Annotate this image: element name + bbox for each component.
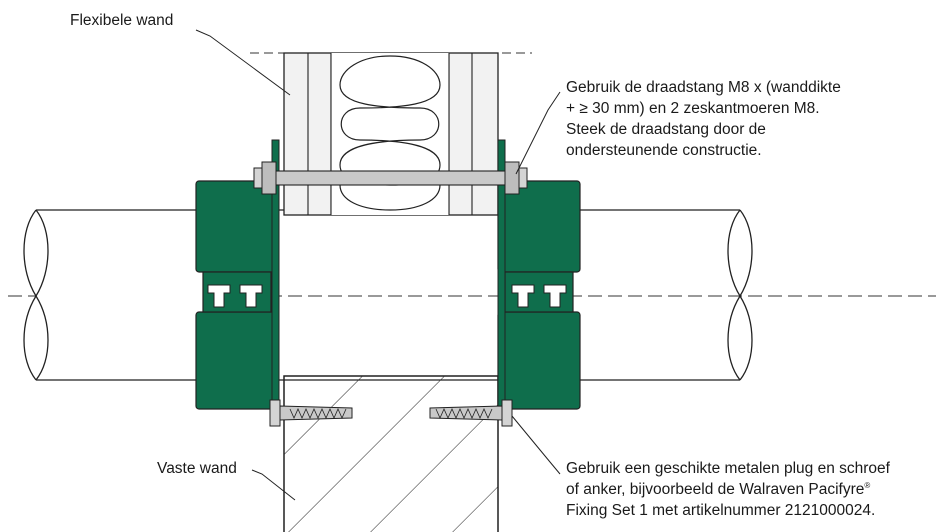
threaded-rod-note-line: ondersteunende constructie. [566,142,762,159]
leader-fixed-wall [251,469,296,501]
threaded-rod-note-line: Steek de draadstang door de [566,121,766,138]
flexible-wall-label: Flexibele wand [70,12,174,29]
fixing-note-line: Gebruik een geschikte metalen plug en sc… [566,460,890,477]
threaded-rod-note-line: Gebruik de draadstang M8 x (wanddikte [566,79,841,96]
fixed-wall [283,375,499,532]
fixing-note-line: of anker, bijvoorbeeld de Walraven Pacif… [566,479,890,500]
threaded-rod [253,161,528,195]
leader-threaded-rod [515,91,561,175]
anchor-left [269,399,353,427]
leader-fixing [511,415,561,475]
hex-nut-left [261,161,277,195]
fixing-note-text: of anker, bijvoorbeeld de Walraven Pacif… [566,481,865,498]
registered-mark: ® [864,480,871,490]
anchor-right [429,399,513,427]
fixing-note: Gebruik een geschikte metalen plug en sc… [566,458,890,521]
threaded-rod-note: Gebruik de draadstang M8 x (wanddikte + … [566,77,841,161]
fixed-wall-label: Vaste wand [157,460,237,477]
flexible-wall [283,52,499,216]
hex-nut-right [504,161,520,195]
pipe-clamp-right [497,139,581,411]
leader-flexible-wall [195,29,291,96]
fixing-note-line: Fixing Set 1 met artikelnummer 212100002… [566,502,876,519]
threaded-rod-note-line: + ≥ 30 mm) en 2 zeskantmoeren M8. [566,100,820,117]
